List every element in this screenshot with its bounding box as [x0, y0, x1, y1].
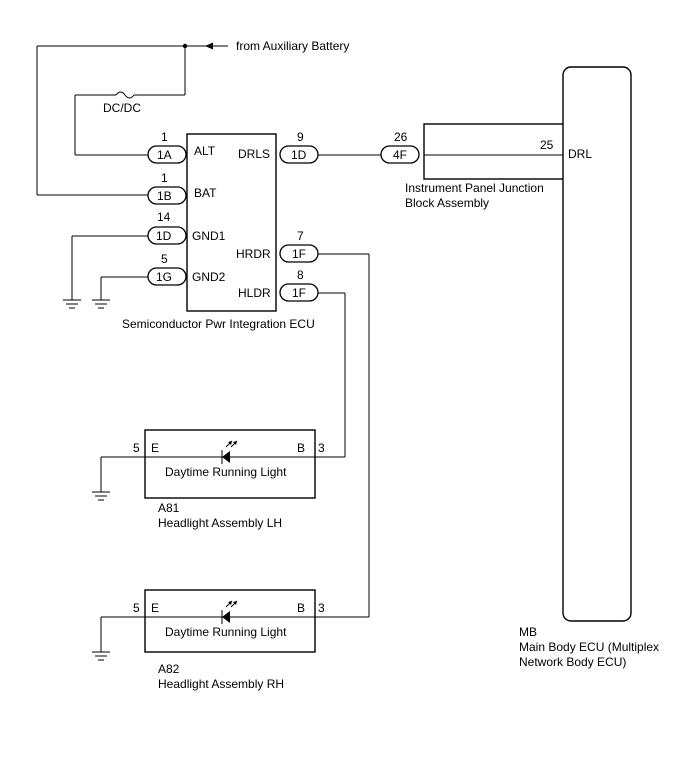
connector-label: 1B	[157, 189, 172, 203]
connector-label: 1A	[157, 148, 172, 162]
power-feed	[36, 42, 228, 196]
pin-number: 3	[318, 601, 325, 615]
junction-block-box	[423, 123, 566, 180]
pin-number: 5	[133, 441, 140, 455]
led-icon	[221, 440, 238, 464]
pin-name-e: E	[151, 441, 159, 455]
fuse-icon	[115, 91, 135, 99]
pin-name-hldr: HLDR	[238, 286, 271, 300]
connector-label: 1D	[291, 148, 307, 162]
pin-number: 1	[161, 130, 168, 144]
arrow-left-icon	[205, 42, 213, 50]
pin-number: 26	[394, 130, 408, 144]
headlight-feed-wires	[315, 253, 370, 618]
ground-icon	[92, 299, 110, 309]
lh-code: A81	[158, 501, 180, 515]
pin-number: 14	[157, 210, 171, 224]
rh-name: Headlight Assembly RH	[158, 677, 284, 691]
connector-1d	[147, 226, 187, 245]
connector-1b	[147, 186, 187, 205]
pin-number: 5	[133, 601, 140, 615]
connector-label: 4F	[393, 148, 407, 162]
main-ecu-code: MB	[519, 625, 537, 639]
pin-number: 25	[540, 138, 554, 152]
pin-name-drl: DRL	[568, 147, 592, 161]
connector-label: 1D	[156, 229, 172, 243]
connector-4f	[380, 145, 420, 164]
pin-number: 8	[297, 268, 304, 282]
source-label: from Auxiliary Battery	[236, 39, 349, 53]
headlight-lh-box	[144, 429, 316, 499]
lh-name: Headlight Assembly LH	[158, 516, 282, 530]
rh-code: A82	[158, 662, 180, 676]
ground-icon	[92, 491, 110, 501]
pin-name-gnd1: GND1	[192, 229, 226, 243]
main-ecu-name-line2: Network Body ECU)	[519, 655, 626, 669]
connector-1a	[147, 145, 187, 164]
ecu-ground-wires	[71, 235, 148, 300]
semiconductor-ecu-box	[186, 133, 277, 312]
pin-number: 9	[297, 130, 304, 144]
pin-name-e: E	[151, 601, 159, 615]
ecu-name: Semiconductor Pwr Integration ECU	[122, 317, 315, 331]
pin-name-b: B	[297, 601, 305, 615]
lh-component-label: Daytime Running Light	[165, 465, 287, 479]
pin-number: 3	[318, 441, 325, 455]
led-icon	[221, 600, 238, 624]
pin-name-bat: BAT	[194, 186, 217, 200]
pin-name-drls: DRLS	[238, 147, 270, 161]
main-ecu-name-line1: Main Body ECU (Multiplex	[519, 640, 659, 654]
connector-label: 1F	[292, 286, 306, 300]
connector-label: 1F	[292, 247, 306, 261]
main-body-ecu-box	[562, 66, 632, 622]
ground-icon	[92, 651, 110, 661]
junction-name-line1: Instrument Panel Junction	[405, 181, 544, 195]
pin-number: 5	[161, 252, 168, 266]
connector-1g	[147, 267, 187, 286]
pin-name-alt: ALT	[194, 144, 216, 158]
ground-icon	[63, 299, 81, 309]
pin-name-b: B	[297, 441, 305, 455]
pin-number: 7	[297, 229, 304, 243]
connector-label: 1G	[156, 270, 172, 284]
pin-name-hrdr: HRDR	[236, 247, 271, 261]
junction-name-line2: Block Assembly	[405, 196, 489, 210]
pin-number: 1	[161, 171, 168, 185]
pin-name-gnd2: GND2	[192, 270, 226, 284]
fuse-label: DC/DC	[103, 101, 141, 115]
rh-component-label: Daytime Running Light	[165, 625, 287, 639]
